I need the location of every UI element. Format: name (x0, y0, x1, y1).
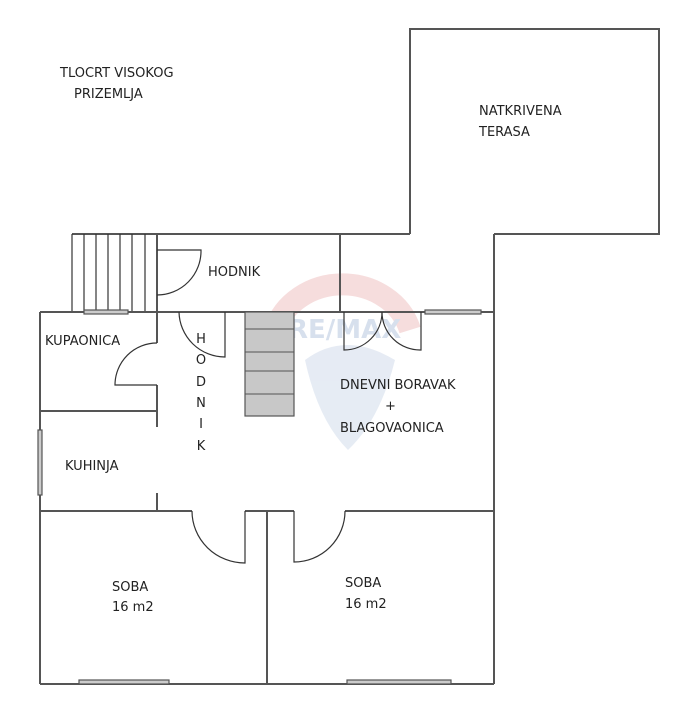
hall-vertical-label: H O D N I K (196, 332, 206, 454)
room-left-name: SOBA (112, 580, 148, 595)
hall-letter: I (199, 417, 203, 432)
windows (37, 309, 482, 685)
kitchen-label: KUHINJA (65, 459, 119, 474)
plan-title-line2: PRIZEMLJA (74, 87, 143, 102)
room-right-name: SOBA (345, 576, 381, 591)
living-label-line3: BLAGOVAONICA (340, 421, 444, 436)
living-label-line1: DNEVNI BORAVAK (340, 378, 456, 393)
hall-letter: H (196, 332, 206, 347)
room-right-area: 16 m2 (345, 597, 387, 612)
hall-walls (72, 233, 495, 684)
interior-stairs (244, 311, 295, 417)
hall-letter: O (196, 353, 206, 368)
hall-letter: K (197, 439, 206, 454)
terrace-label-line2: TERASA (478, 125, 530, 140)
bathroom-label: KUPAONICA (45, 334, 120, 349)
doors (114, 249, 422, 564)
hall-letter: N (196, 396, 206, 411)
plan-title-line1: TLOCRT VISOKOG (59, 66, 174, 81)
terrace-walls (409, 28, 660, 235)
room-left-area: 16 m2 (112, 600, 154, 615)
watermark-text: RE/MAX (288, 315, 401, 345)
entrance-stairs (71, 234, 146, 312)
hall-letter: D (196, 375, 206, 390)
terrace-label-line1: NATKRIVENA (479, 104, 562, 119)
hall-top-label: HODNIK (208, 265, 261, 280)
living-label-line2: + (385, 399, 396, 414)
